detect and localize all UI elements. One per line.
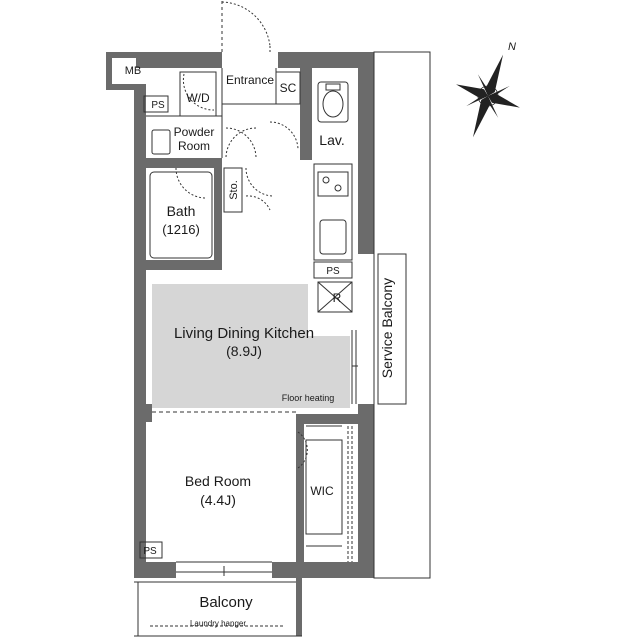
powder-room-label-1: Powder [174,125,215,139]
entrance-label: Entrance [226,73,274,87]
balcony-label: Balcony [199,594,253,611]
wic-label: WIC [310,484,334,498]
ps-bed-label: PS [143,546,157,557]
interior-lines [134,0,431,637]
compass-icon [456,54,520,138]
sc-label: SC [280,81,297,95]
laundry-hanger-label: Laundry hanger [190,619,246,628]
walls [106,52,374,636]
mb-label: MB [125,65,142,77]
floor-heating-label: Floor heating [282,393,335,403]
powder-room-label-2: Room [178,139,210,153]
bath-size-label: (1216) [162,222,200,237]
label-frames [139,95,169,559]
toilet-icon [317,81,349,123]
bed-size-label: (4.4J) [200,492,236,508]
ldk-label: Living Dining Kitchen [174,325,314,342]
compass-north-label: N [508,41,516,53]
wd-label: W/D [186,91,210,105]
floor-heating-area [152,284,350,408]
bed-room-label: Bed Room [185,473,251,489]
lav-label: Lav. [319,132,344,148]
ldk-size-label: (8.9J) [226,343,262,359]
bath-label: Bath [167,203,196,219]
ps-top-label: PS [151,100,165,111]
fridge-label: R [333,291,342,305]
door-swings [175,1,308,469]
stove-icon [317,171,349,197]
service-balcony-label: Service Balcony [379,278,395,378]
ps-kitchen-label: PS [326,266,340,277]
sink-icon [151,129,347,255]
sto-label: Sto. [228,180,240,200]
